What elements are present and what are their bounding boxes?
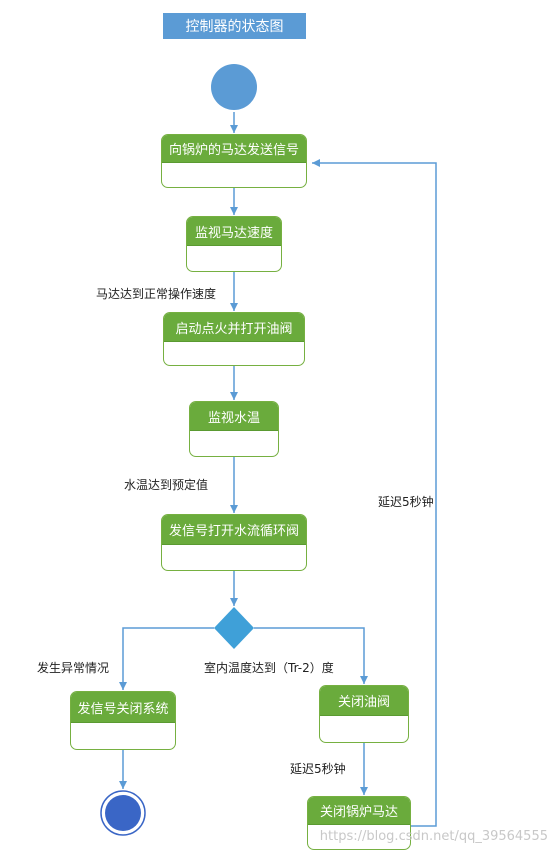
transition-label-delay-loop-back: 延迟5秒钟 [378, 495, 434, 509]
edge-decision-to-close-oil [254, 627, 368, 684]
transition-label-delay-close-motor: 延迟5秒钟 [290, 762, 346, 776]
state-shutdown-system-label: 发信号关闭系统 [71, 692, 175, 723]
diagram-title: 控制器的状态图 [163, 13, 306, 39]
watermark: https://blog.csdn.net/qq_39564555 [319, 829, 548, 844]
edge-close-motor-loop-back [312, 159, 437, 827]
state-ignite-open-valve-label: 启动点火并打开油阀 [164, 313, 304, 342]
transition-label-abnormal: 发生异常情况 [37, 661, 110, 675]
edge-decision-to-shutdown [119, 627, 214, 690]
state-close-motor: 关闭锅炉马达 [307, 796, 411, 850]
state-open-circulation-label: 发信号打开水流循环阀 [162, 515, 306, 545]
state-send-signal-label: 向锅炉的马达发送信号 [162, 135, 306, 163]
state-monitor-motor-label: 监视马达速度 [187, 217, 281, 246]
state-shutdown-system: 发信号关闭系统 [70, 691, 176, 750]
state-open-circulation: 发信号打开水流循环阀 [161, 514, 307, 571]
state-monitor-water: 监视水温 [189, 401, 279, 457]
transition-label-water-temp: 水温达到预定值 [124, 478, 209, 492]
final-node [100, 790, 146, 836]
state-send-signal: 向锅炉的马达发送信号 [161, 134, 307, 188]
transition-label-motor-speed: 马达达到正常操作速度 [96, 287, 217, 301]
state-close-motor-label: 关闭锅炉马达 [308, 797, 410, 825]
initial-node [211, 64, 257, 110]
decision-node [214, 607, 254, 649]
state-close-oil-valve-label: 关闭油阀 [320, 686, 408, 716]
state-close-oil-valve: 关闭油阀 [319, 685, 409, 743]
state-ignite-open-valve: 启动点火并打开油阀 [163, 312, 305, 366]
state-monitor-water-label: 监视水温 [190, 402, 278, 431]
state-monitor-motor: 监视马达速度 [186, 216, 282, 272]
transition-label-room-temp: 室内温度达到（Tr-2）度 [204, 661, 334, 675]
